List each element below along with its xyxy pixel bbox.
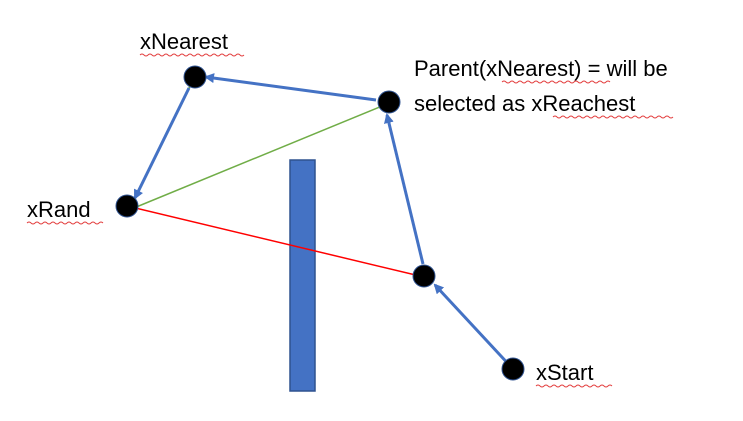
- node-parent-xnearest: [377, 90, 401, 114]
- spellcheck-underline-xstart: [535, 384, 613, 388]
- label-xnearest: xNearest: [140, 29, 228, 54]
- spellcheck-underline-xnearest: [139, 53, 245, 57]
- label-xstart: xStart: [536, 360, 593, 385]
- blocked-edge: [126, 205, 425, 278]
- node-intermediate: [412, 264, 436, 288]
- tree-edge-parent-to-xnearest: [204, 73, 377, 102]
- spellcheck-underline-caption-xreachest: [552, 115, 674, 119]
- label-xrand: xRand: [27, 197, 91, 222]
- node-xnearest: [183, 65, 207, 89]
- obstacle-block: [289, 159, 316, 392]
- tree-edge-xnearest-to-xrand: [133, 87, 191, 200]
- node-xrand: [115, 194, 139, 218]
- spellcheck-underline-xrand: [26, 221, 104, 225]
- node-xstart: [501, 357, 525, 381]
- tree-edge-xstart-to-node: [433, 283, 515, 371]
- caption-line-2: selected as xReachest: [414, 91, 635, 116]
- spellcheck-underline-caption-xnearest: [501, 80, 611, 84]
- caption-line-1: Parent(xNearest) = will be: [414, 56, 668, 81]
- tree-edge-node-to-parent: [384, 113, 425, 265]
- candidate-edge-parent-xrand: [128, 103, 388, 211]
